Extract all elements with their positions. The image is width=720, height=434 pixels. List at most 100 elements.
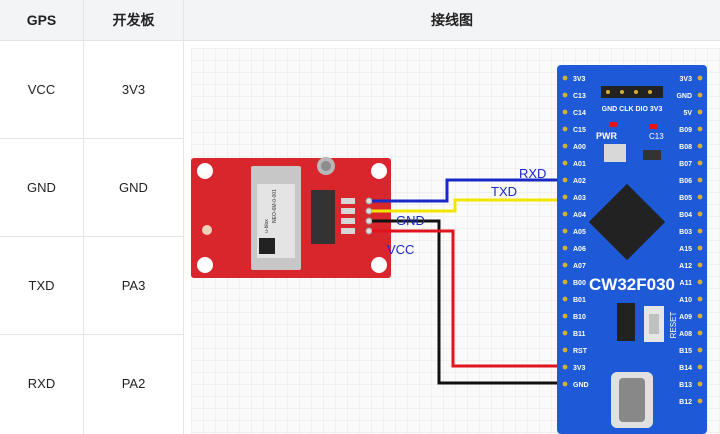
left-pin-pad [562, 262, 568, 268]
right-pin-pad [697, 364, 703, 370]
left-pin-label: GND [573, 382, 589, 389]
left-pin-pad [562, 313, 568, 319]
right-pin-pad [697, 75, 703, 81]
right-pin-pad [697, 126, 703, 132]
right-pin-pad [697, 347, 703, 353]
gps-module: NEO-6M-0-001 u-blox [191, 157, 391, 278]
right-pin-label: A12 [679, 263, 692, 270]
left-pin-label: A06 [573, 246, 586, 253]
board-name: CW32F030 [589, 275, 675, 294]
left-pin-label: 3V3 [573, 76, 586, 83]
left-pin-label: A05 [573, 229, 586, 236]
row-divider [0, 334, 183, 335]
right-pin-pad [697, 92, 703, 98]
left-pin-label: A00 [573, 144, 586, 151]
right-pin-label: A10 [679, 297, 692, 304]
right-pin-label: A15 [679, 246, 692, 253]
left-pin-pad [562, 296, 568, 302]
right-pin-label: B08 [679, 144, 692, 151]
right-pin-pad [697, 228, 703, 234]
right-pin-label: 3V3 [680, 76, 693, 83]
left-pin-label: C15 [573, 127, 586, 134]
row-1-board: 3V3 [121, 81, 146, 97]
left-pin-label: C13 [573, 93, 586, 100]
left-pin-header: 3V3C13C14C15A00A01A02A03A04A05A06A07B00B… [562, 75, 589, 389]
left-pin-pad [562, 92, 568, 98]
left-pin-pad [562, 143, 568, 149]
right-pin-pad [697, 245, 703, 251]
right-pin-pad [697, 279, 703, 285]
right-pin-label: A08 [679, 331, 692, 338]
wire-rxd [372, 178, 561, 203]
right-pin-label: B15 [679, 348, 692, 355]
left-pin-label: B00 [573, 280, 586, 287]
right-pin-label: B03 [679, 229, 692, 236]
left-pin-pad [562, 75, 568, 81]
wire-label-gnd: GND [396, 213, 425, 228]
right-pin-label: A11 [680, 280, 693, 287]
left-pin-pad [562, 177, 568, 183]
right-pin-pad [697, 296, 703, 302]
row-4-board: PA2 [121, 375, 146, 391]
right-pin-header: 3V3GND5VB09B08B07B06B05B04B03A15A12A11A1… [676, 75, 703, 406]
left-pin-label: B10 [573, 314, 586, 321]
header-board: 开发板 [84, 0, 183, 41]
row-2-gps: GND [27, 179, 56, 195]
left-pin-pad [562, 126, 568, 132]
right-pin-label: 5V [683, 110, 692, 117]
row-1-gps: VCC [27, 81, 56, 97]
right-pin-pad [697, 211, 703, 217]
left-pin-label: A03 [573, 195, 586, 202]
row-3-gps: TXD [28, 277, 55, 293]
left-pin-pad [562, 330, 568, 336]
left-pin-label: A07 [573, 263, 586, 270]
swd-header-label: GND CLK DIO 3V3 [602, 106, 663, 113]
header-wiring: 接线图 [184, 0, 720, 41]
right-pin-pad [697, 160, 703, 166]
left-pin-pad [562, 160, 568, 166]
left-pin-label: A04 [573, 212, 586, 219]
row-divider [0, 236, 183, 237]
module-label-line1: NEO-6M-0-001 [272, 189, 278, 223]
left-pin-pad [562, 381, 568, 387]
wire-gnd [372, 219, 561, 385]
right-pin-pad [697, 330, 703, 336]
left-pin-pad [562, 194, 568, 200]
right-pin-pad [697, 262, 703, 268]
wire-vcc [372, 229, 561, 368]
left-pin-label: A02 [573, 178, 586, 185]
right-pin-pad [697, 313, 703, 319]
module-label-line2: u-blox [264, 219, 270, 233]
wire-label-rxd: RXD [519, 166, 546, 181]
right-pin-label: B04 [679, 212, 692, 219]
left-pin-label: B11 [573, 331, 586, 338]
right-pin-label: B09 [679, 127, 692, 134]
left-pin-label: C14 [573, 110, 586, 117]
right-pin-pad [697, 381, 703, 387]
wire-label-txd: TXD [491, 184, 517, 199]
left-pin-pad [562, 211, 568, 217]
left-pin-pad [562, 364, 568, 370]
column-divider [183, 0, 184, 434]
c13-label: C13 [649, 132, 664, 141]
right-pin-label: B06 [679, 178, 692, 185]
wire-label-vcc: VCC [387, 242, 414, 257]
right-pin-pad [697, 143, 703, 149]
left-pin-pad [562, 347, 568, 353]
left-pin-label: B01 [573, 297, 586, 304]
row-4-gps: RXD [27, 375, 56, 391]
pwr-label: PWR [596, 131, 617, 141]
row-divider [0, 138, 183, 139]
reset-label: RESET [669, 312, 678, 339]
right-pin-pad [697, 177, 703, 183]
right-pin-label: B07 [679, 161, 692, 168]
left-pin-pad [562, 245, 568, 251]
left-pin-label: 3V3 [573, 365, 586, 372]
left-pin-label: A01 [573, 161, 586, 168]
right-pin-pad [697, 398, 703, 404]
right-pin-label: B14 [679, 365, 692, 372]
left-pin-pad [562, 279, 568, 285]
right-pin-pad [697, 194, 703, 200]
